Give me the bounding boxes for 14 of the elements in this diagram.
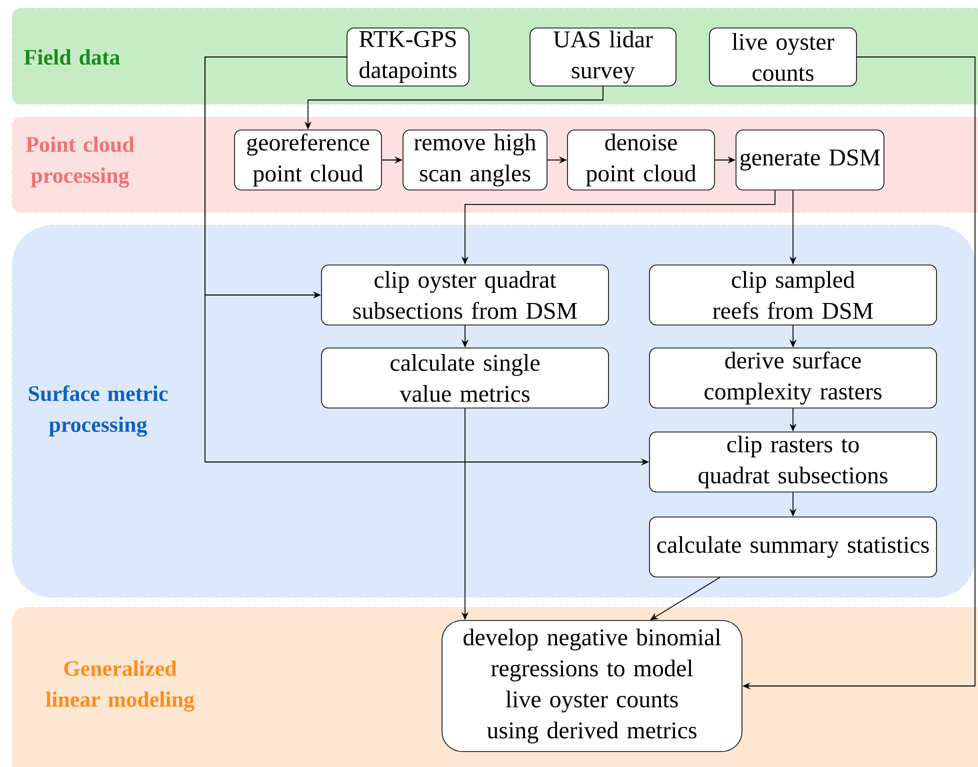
process-box: generate DSM: [736, 130, 884, 190]
process-box: derive surface complexity rasters: [649, 348, 937, 408]
process-box: denoise point cloud: [567, 130, 715, 190]
process-box: clip sampled reefs from DSM: [649, 264, 937, 326]
process-box: develop negative binomial regressions to model live oyster counts using derived metrics: [442, 620, 742, 752]
process-box: remove high scan angles: [402, 130, 548, 190]
process-box: clip rasters to quadrat subsections: [649, 432, 937, 492]
process-box: calculate single value metrics: [321, 348, 609, 408]
process-box: clip oyster quadrat subsections from DSM: [321, 264, 609, 326]
process-box: UAS lidar survey: [530, 28, 676, 86]
process-box: RTK-GPS datapoints: [346, 28, 470, 86]
process-box: calculate summary statistics: [649, 516, 937, 578]
process-box: live oyster counts: [709, 28, 857, 86]
process-box: georeference point cloud: [234, 130, 382, 190]
